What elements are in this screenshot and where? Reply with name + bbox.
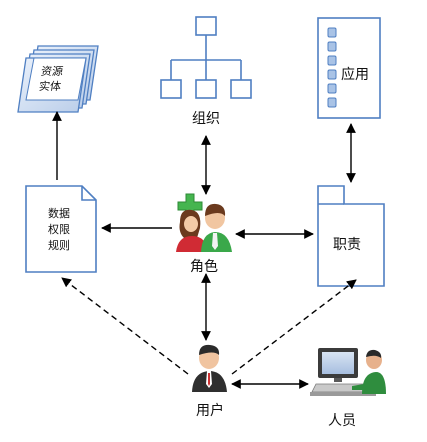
connector-lines bbox=[52, 111, 356, 389]
data-rules-document bbox=[25, 185, 97, 273]
application-label: 应用 bbox=[341, 67, 369, 83]
resource-entity-label-line1: 资源 bbox=[40, 65, 64, 78]
role-people-icon bbox=[176, 193, 232, 252]
data-rules-label: 数据 权限 规则 bbox=[48, 206, 70, 254]
person-computer-icon bbox=[310, 348, 386, 396]
organization-label: 组织 bbox=[192, 111, 220, 127]
user-businessman-icon bbox=[192, 344, 227, 392]
data-rules-label-line3: 规则 bbox=[48, 239, 70, 252]
edge-user-to-rules bbox=[61, 277, 189, 375]
org-chart-icon bbox=[160, 16, 252, 99]
data-rules-label-line2: 权限 bbox=[48, 223, 70, 236]
application-icon bbox=[317, 17, 381, 119]
dashed-connectors bbox=[61, 277, 357, 375]
resource-entity-label-line2: 实体 bbox=[38, 80, 62, 93]
role-label: 角色 bbox=[190, 259, 218, 275]
user-label: 用户 bbox=[196, 403, 224, 419]
duty-label: 职责 bbox=[333, 237, 361, 253]
duty-box bbox=[317, 185, 385, 287]
resource-entity-label: 资源 实体 bbox=[38, 64, 64, 94]
resource-entity-icon bbox=[17, 45, 99, 113]
person-label: 人员 bbox=[328, 413, 356, 429]
edge-user-to-duty bbox=[231, 279, 357, 375]
data-rules-label-line1: 数据 bbox=[48, 207, 70, 220]
